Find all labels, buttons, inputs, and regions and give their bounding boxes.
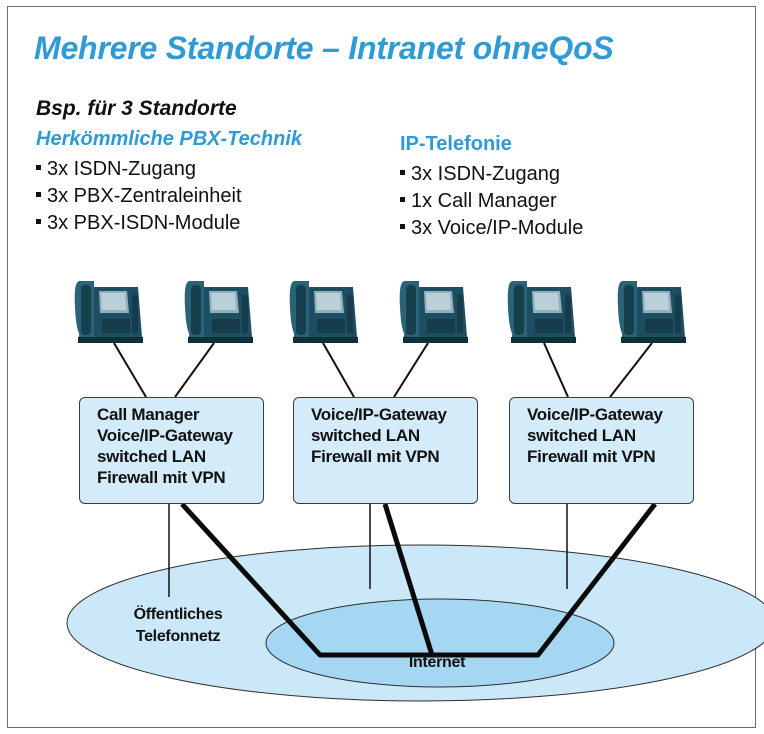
bullet-icon [36,165,41,171]
site-1-line: Voice/IP-Gateway [97,426,233,445]
ip-phone-icon [399,281,468,343]
site-3-line: Firewall mit VPN [527,447,656,466]
list-item: 3x ISDN-Zugang [36,156,242,183]
site-2-line: switched LAN [311,426,420,445]
site-3-line: Voice/IP-Gateway [527,405,663,424]
list-item: 3x PBX-Zentraleinheit [36,183,242,210]
ip-telephony-list: 3x ISDN-Zugang 1x Call Manager 3x Voice/… [400,161,583,242]
ip-phone-icon [617,281,686,343]
site-2-line: Voice/IP-Gateway [311,405,447,424]
ip-telephony-heading: IP-Telefonie [400,133,512,155]
ip-phone-icon [74,281,143,343]
site-box-3: Voice/IP-Gateway switched LAN Firewall m… [509,397,694,504]
list-item: 3x Voice/IP-Module [400,215,583,242]
site-box-1: Call Manager Voice/IP-Gateway switched L… [79,397,264,504]
bullet-icon [400,170,405,176]
bullet-icon [400,224,405,230]
ip-phone-icon [184,281,253,343]
site-1-line: Firewall mit VPN [97,468,226,487]
pstn-links [168,504,568,597]
pbx-heading: Herkömmliche PBX-Technik [36,128,303,150]
site-1-line: Call Manager [97,405,200,424]
site-3-line: switched LAN [527,426,636,445]
internet-links [180,502,657,658]
phone-links [113,342,653,398]
bullet-icon [400,197,405,203]
pbx-list: 3x ISDN-Zugang 3x PBX-Zentraleinheit 3x … [36,156,242,237]
bullet-icon [36,219,41,225]
slide-frame [7,6,756,728]
slide-title: Mehrere Standorte – Intranet ohneQoS [34,30,614,66]
ip-phone-icon [507,281,576,343]
public-network-label: Öffentliches Telefonnetz [133,606,223,645]
ip-phone-icon [289,281,358,343]
internet-ellipse [265,598,615,688]
list-item: 3x PBX-ISDN-Module [36,210,242,237]
internet-label: Internet [408,654,466,671]
list-item: 1x Call Manager [400,188,583,215]
list-item: 3x ISDN-Zugang [400,161,583,188]
bullet-icon [36,192,41,198]
site-1-line: switched LAN [97,447,206,466]
example-heading: Bsp. für 3 Standorte [36,97,237,120]
site-2-line: Firewall mit VPN [311,447,440,466]
site-box-2: Voice/IP-Gateway switched LAN Firewall m… [293,397,478,504]
